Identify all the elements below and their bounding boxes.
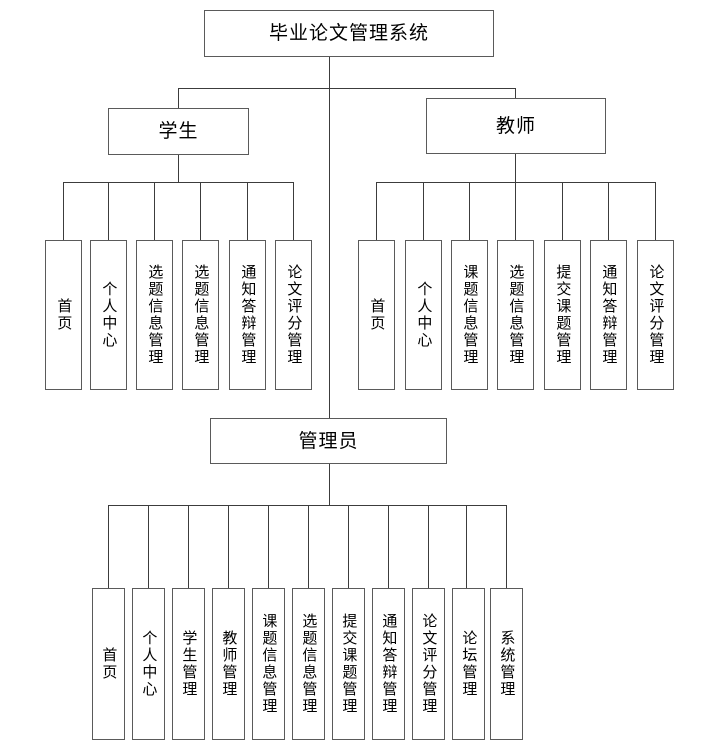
node-label: 学生管理 bbox=[180, 630, 199, 698]
node-label: 选题信息管理 bbox=[507, 264, 526, 366]
node-label: 个人中心 bbox=[415, 281, 434, 349]
node-teacher-child-6: 论文评分管理 bbox=[637, 240, 674, 390]
node-label: 个人中心 bbox=[140, 630, 159, 698]
node-admin-child-3: 教师管理 bbox=[212, 588, 245, 740]
node-label: 选题信息管理 bbox=[146, 264, 165, 366]
connector-student-child-0 bbox=[63, 182, 64, 240]
connector-top-bus bbox=[178, 88, 516, 89]
node-admin-child-7: 通知答辩管理 bbox=[372, 588, 405, 740]
connector-teacher-child-3 bbox=[515, 182, 516, 240]
node-label: 选题信息管理 bbox=[192, 264, 211, 366]
connector-teacher-child-2 bbox=[469, 182, 470, 240]
connector-admin-child-3 bbox=[228, 505, 229, 588]
connector-student-child-3 bbox=[200, 182, 201, 240]
connector-teacher-child-1 bbox=[423, 182, 424, 240]
node-admin-child-0: 首页 bbox=[92, 588, 125, 740]
connector-teacher-stem bbox=[515, 154, 516, 182]
node-student-child-5: 论文评分管理 bbox=[275, 240, 312, 390]
connector-admin-child-7 bbox=[388, 505, 389, 588]
node-admin-child-6: 提交课题管理 bbox=[332, 588, 365, 740]
connector-to-student bbox=[178, 88, 179, 108]
node-student-child-2: 选题信息管理 bbox=[136, 240, 173, 390]
node-label: 课题信息管理 bbox=[461, 264, 480, 366]
node-label: 首页 bbox=[100, 647, 119, 681]
node-label: 提交课题管理 bbox=[340, 613, 359, 715]
node-label: 论文评分管理 bbox=[647, 264, 666, 366]
connector-admin-child-10 bbox=[506, 505, 507, 588]
node-label: 个人中心 bbox=[100, 281, 119, 349]
node-admin-label: 管理员 bbox=[298, 429, 359, 452]
node-student: 学生 bbox=[108, 108, 249, 155]
node-label: 论坛管理 bbox=[460, 630, 479, 698]
node-teacher: 教师 bbox=[426, 98, 606, 154]
node-label: 提交课题管理 bbox=[554, 264, 573, 366]
node-label: 论文评分管理 bbox=[420, 613, 439, 715]
node-admin-child-5: 选题信息管理 bbox=[292, 588, 325, 740]
connector-admin-child-2 bbox=[188, 505, 189, 588]
node-label: 首页 bbox=[368, 298, 387, 332]
node-teacher-child-4: 提交课题管理 bbox=[544, 240, 581, 390]
connector-root-stem bbox=[329, 57, 330, 88]
connector-teacher-child-0 bbox=[376, 182, 377, 240]
node-student-child-3: 选题信息管理 bbox=[182, 240, 219, 390]
node-root-label: 毕业论文管理系统 bbox=[268, 22, 429, 45]
node-admin-child-10: 系统管理 bbox=[490, 588, 523, 740]
connector-teacher-child-6 bbox=[655, 182, 656, 240]
connector-admin-child-5 bbox=[308, 505, 309, 588]
node-label: 通知答辩管理 bbox=[600, 264, 619, 366]
connector-student-bus bbox=[63, 182, 293, 183]
node-admin-child-9: 论坛管理 bbox=[452, 588, 485, 740]
connector-admin-child-1 bbox=[148, 505, 149, 588]
connector-student-stem bbox=[178, 155, 179, 182]
connector-to-admin bbox=[329, 88, 330, 418]
node-teacher-child-0: 首页 bbox=[358, 240, 395, 390]
node-label: 通知答辩管理 bbox=[380, 613, 399, 715]
node-admin-child-2: 学生管理 bbox=[172, 588, 205, 740]
connector-admin-stem bbox=[329, 464, 330, 505]
node-student-label: 学生 bbox=[158, 120, 199, 143]
node-teacher-child-5: 通知答辩管理 bbox=[590, 240, 627, 390]
node-root: 毕业论文管理系统 bbox=[204, 10, 494, 57]
connector-student-child-5 bbox=[293, 182, 294, 240]
connector-teacher-bus bbox=[376, 182, 656, 183]
node-student-child-4: 通知答辩管理 bbox=[229, 240, 266, 390]
node-teacher-child-2: 课题信息管理 bbox=[451, 240, 488, 390]
node-label: 教师管理 bbox=[220, 630, 239, 698]
node-admin-child-4: 课题信息管理 bbox=[252, 588, 285, 740]
connector-admin-bus bbox=[108, 505, 506, 506]
node-label: 首页 bbox=[55, 298, 74, 332]
node-label: 选题信息管理 bbox=[300, 613, 319, 715]
connector-teacher-child-4 bbox=[562, 182, 563, 240]
connector-student-child-4 bbox=[247, 182, 248, 240]
connector-admin-child-9 bbox=[466, 505, 467, 588]
node-admin: 管理员 bbox=[210, 418, 447, 464]
node-teacher-label: 教师 bbox=[495, 114, 536, 137]
node-label: 系统管理 bbox=[498, 630, 517, 698]
node-label: 课题信息管理 bbox=[260, 613, 279, 715]
connector-admin-child-8 bbox=[428, 505, 429, 588]
connector-student-child-2 bbox=[154, 182, 155, 240]
node-label: 论文评分管理 bbox=[285, 264, 304, 366]
node-student-child-1: 个人中心 bbox=[90, 240, 127, 390]
connector-teacher-child-5 bbox=[608, 182, 609, 240]
connector-admin-child-4 bbox=[268, 505, 269, 588]
node-label: 通知答辩管理 bbox=[239, 264, 258, 366]
node-student-child-0: 首页 bbox=[45, 240, 82, 390]
connector-student-child-1 bbox=[108, 182, 109, 240]
node-admin-child-1: 个人中心 bbox=[132, 588, 165, 740]
node-teacher-child-3: 选题信息管理 bbox=[497, 240, 534, 390]
connector-admin-child-6 bbox=[348, 505, 349, 588]
connector-admin-child-0 bbox=[108, 505, 109, 588]
node-admin-child-8: 论文评分管理 bbox=[412, 588, 445, 740]
node-teacher-child-1: 个人中心 bbox=[405, 240, 442, 390]
